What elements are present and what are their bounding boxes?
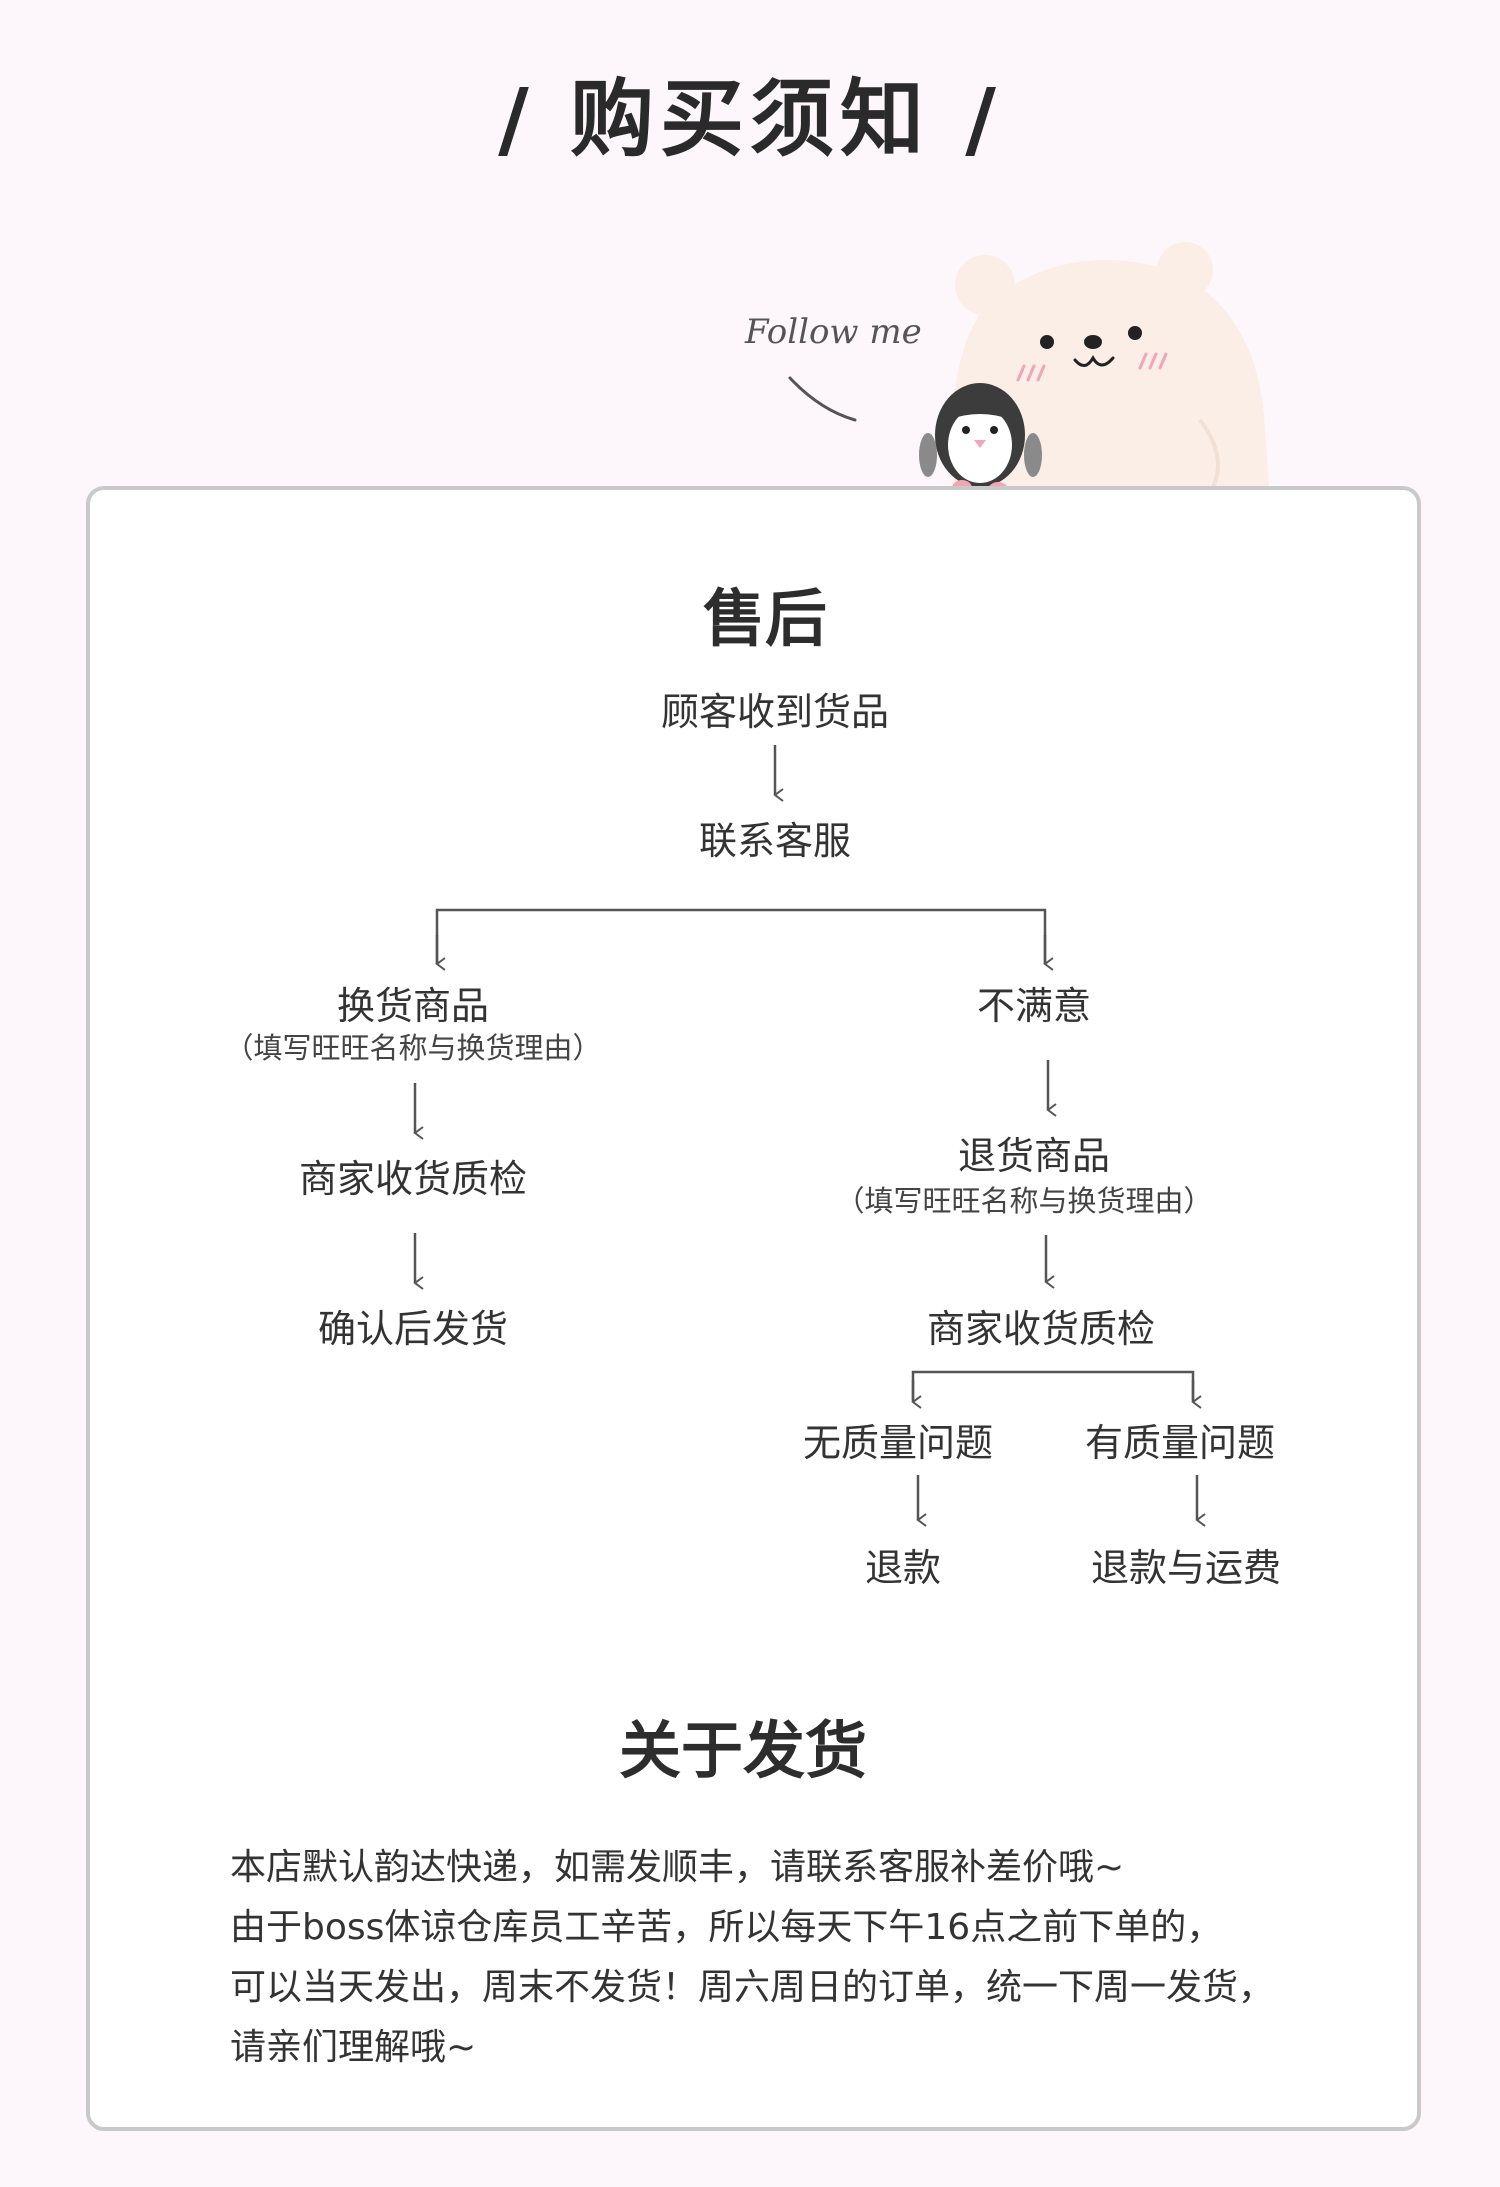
quality-issue: 有质量问题 <box>1084 1421 1276 1465</box>
shipping-line: 本店默认韵达快递，如需发顺丰，请联系客服补差价哦~ <box>230 1847 1125 1888</box>
exchange-inspect: 商家收货质检 <box>298 1157 528 1201</box>
follow-me-text: Follow me <box>745 312 922 352</box>
return-label: 退货商品 <box>957 1134 1111 1178</box>
exchange-label: 换货商品 <box>336 984 490 1028</box>
step-receive-goods: 顾客收到货品 <box>660 690 890 734</box>
shipping-line: 由于boss体谅仓库员工辛苦，所以每天下午16点之前下单的， <box>230 1907 1223 1948</box>
no-quality-issue: 无质量问题 <box>802 1421 994 1465</box>
refund: 退款 <box>864 1546 942 1590</box>
page-title: / 购买须知 / <box>498 70 1002 168</box>
refund-and-shipping: 退款与运费 <box>1090 1546 1282 1590</box>
shipping-title: 关于发货 <box>618 1714 868 1787</box>
follow-arrow-icon <box>788 376 857 422</box>
quality-split-connector <box>911 1370 1195 1400</box>
exchange-note: （填写旺旺名称与换货理由） <box>224 1031 602 1065</box>
step-contact-service: 联系客服 <box>698 819 852 863</box>
shipping-paragraph: 本店默认韵达快递，如需发顺丰，请联系客服补差价哦~ 由于boss体谅仓库员工辛苦… <box>230 1838 1274 2078</box>
after-sales-title: 售后 <box>702 582 828 655</box>
shipping-line: 请亲们理解哦~ <box>230 2027 477 2068</box>
unsatisfied-label: 不满意 <box>976 984 1092 1028</box>
return-inspect: 商家收货质检 <box>926 1307 1156 1351</box>
shipping-line: 可以当天发出，周末不发货！周六周日的订单，统一下周一发货， <box>230 1967 1275 2008</box>
return-note: （填写旺旺名称与换货理由） <box>835 1184 1213 1218</box>
info-card <box>86 486 1421 2131</box>
exchange-ship: 确认后发货 <box>317 1307 509 1351</box>
split-connector <box>435 908 1047 964</box>
bear-penguin-mascot-icon <box>919 242 1270 500</box>
